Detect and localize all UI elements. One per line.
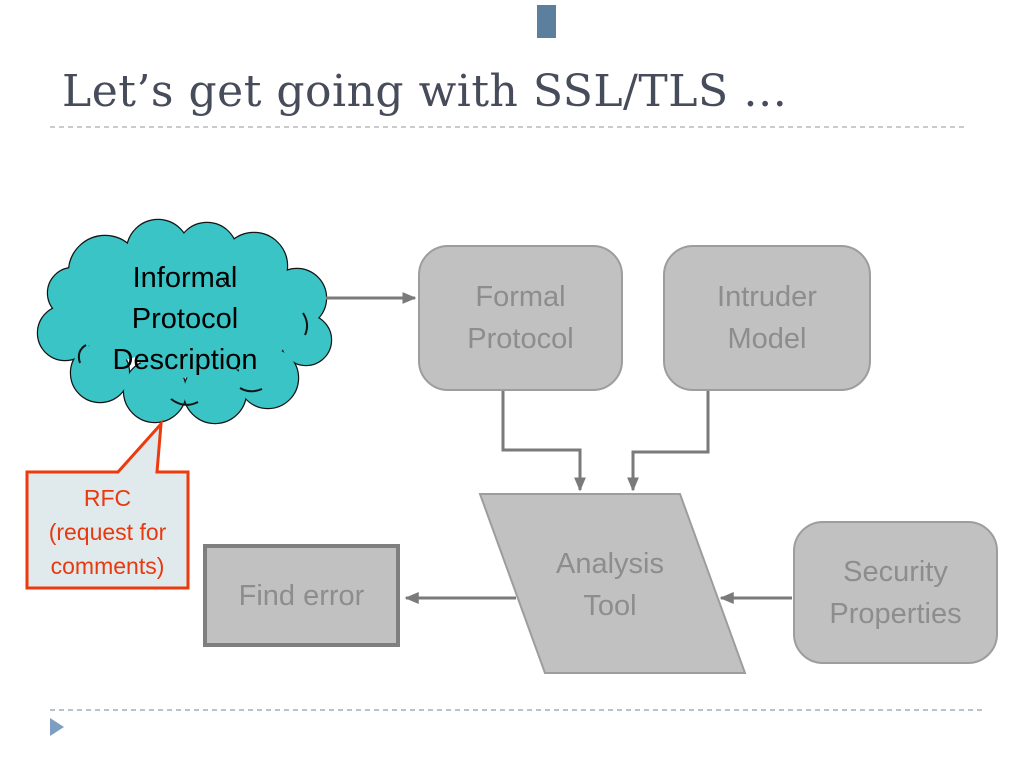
node-formal-protocol: Formal Protocol [418,245,623,391]
node-label-line: Protocol [467,323,574,355]
footer-dotted-rule [50,709,985,711]
node-label-line: Properties [829,597,962,630]
slide-title: Let’s get going with SSL/TLS … [62,66,788,117]
cloud-label-line: Protocol [131,303,239,335]
edge-formal-to-analysis [501,391,586,492]
node-label-line: Find error [238,579,365,612]
theme-accent-square [537,5,556,38]
rfc-label-line: comments) [50,553,165,579]
footer-triangle-icon [50,718,64,736]
analysis-tool-shape [478,493,747,674]
node-label-line: Intruder [717,281,817,313]
title-dotted-rule [50,126,968,128]
node-label-line: Formal [475,281,566,313]
rfc-callout-label: RFC (request for comments) [27,481,188,583]
node-find-error: Find error [203,544,400,647]
rfc-label-line: RFC [83,485,132,511]
cloud-label-line: Informal [132,262,238,294]
node-security-properties: Security Properties [793,521,998,664]
edge-intruder-to-analysis [627,391,710,492]
cloud-label-line: Description [112,344,258,376]
node-label-line: Analysis [556,548,664,580]
node-intruder-model: Intruder Model [663,245,871,391]
rfc-callout-shape [25,419,190,590]
rfc-label-line: (request for [48,519,167,545]
node-label-line: Tool [583,590,637,622]
node-label-line: Security [843,555,948,588]
node-informal-protocol-description: Informal Protocol Description [72,258,298,381]
cloud-shape [36,218,333,425]
node-label-line: Model [727,323,807,355]
node-analysis-tool-label: Analysis Tool [498,543,722,627]
